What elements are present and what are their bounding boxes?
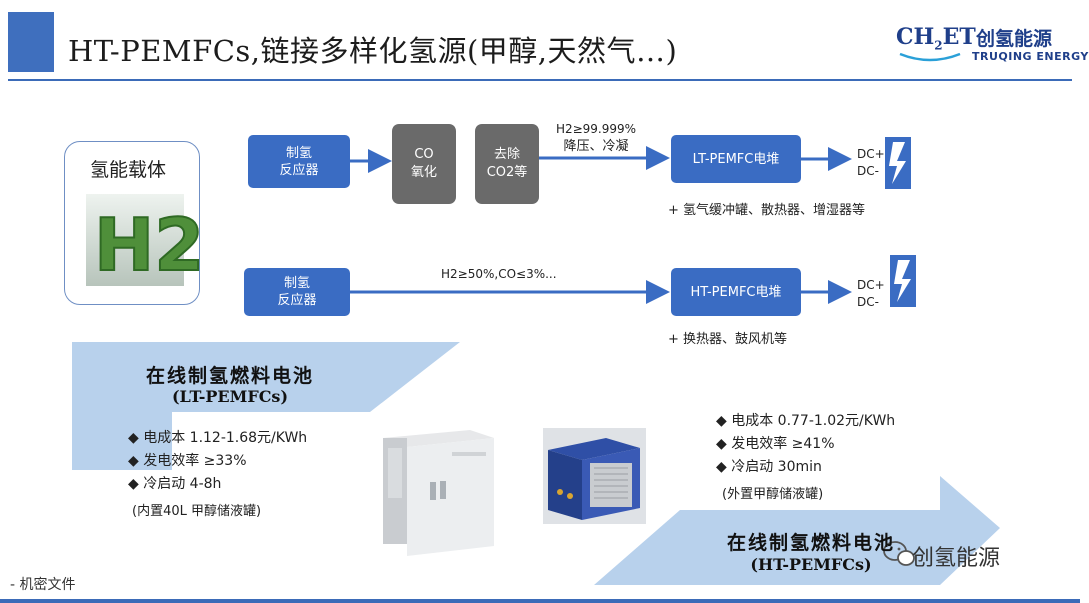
ht-reactor-box: 制氢 反应器 bbox=[244, 268, 350, 316]
ht-unit-product-image bbox=[543, 428, 646, 524]
company-logo: CH2ET bbox=[896, 24, 976, 52]
lt-cabinet-product-image bbox=[383, 430, 494, 556]
ht-bullet-list: ◆ 电成本 0.77-1.02元/KWh ◆ 发电效率 ≥41% ◆ 冷启动 3… bbox=[716, 410, 895, 479]
ht-section-title: 在线制氢燃料电池 bbox=[726, 532, 895, 554]
lt-process-label: 降压、冷凝 bbox=[563, 139, 629, 154]
ht-note: (外置甲醇储液罐) bbox=[722, 487, 824, 502]
carrier-label: 氢能载体 bbox=[90, 159, 167, 181]
wechat-icon bbox=[883, 541, 915, 566]
confidential-footer: - 机密文件 bbox=[10, 577, 76, 593]
h2-image-text: H2 bbox=[94, 203, 204, 287]
ht-power-icon bbox=[890, 255, 916, 307]
logo-subscript: 2 bbox=[934, 38, 943, 53]
lt-power-icon bbox=[885, 137, 911, 189]
lt-bullet-cost: ◆ 电成本 1.12-1.68元/KWh bbox=[128, 430, 308, 446]
page-title: HT-PEMFCs,链接多样化氢源(甲醇,天然气…) bbox=[68, 34, 678, 68]
logo-et: ET bbox=[942, 24, 976, 50]
footer-bar bbox=[0, 599, 1080, 603]
ht-pemfc-stack-box: HT-PEMFC电堆 bbox=[671, 268, 801, 316]
co2-removal-box: 去除 CO2等 bbox=[475, 124, 539, 204]
h2-grass-image: H2 bbox=[86, 194, 205, 288]
logo-ch: CH bbox=[896, 24, 935, 50]
lt-section-subtitle: (LT-PEMFCs) bbox=[171, 387, 289, 406]
logo-chinese-name: 创氢能源 bbox=[976, 28, 1053, 50]
lt-dc-output-label: DC+ DC- bbox=[857, 147, 885, 178]
lt-pemfc-stack-box: LT-PEMFC电堆 bbox=[671, 135, 801, 183]
lt-purity-label: H2≥99.999% bbox=[555, 122, 637, 136]
ht-bullet-cold-start: ◆ 冷启动 30min bbox=[716, 459, 822, 475]
ht-section-subtitle: (HT-PEMFCs) bbox=[750, 555, 872, 574]
lt-bullet-efficiency: ◆ 发电效率 ≥33% bbox=[128, 453, 247, 469]
ht-bullet-cost: ◆ 电成本 0.77-1.02元/KWh bbox=[716, 413, 896, 429]
co-oxidation-box: CO 氧化 bbox=[392, 124, 456, 204]
lt-note: (内置40L 甲醇储液罐) bbox=[132, 504, 262, 519]
lt-reactor-box: 制氢 反应器 bbox=[248, 135, 350, 188]
logo-swoosh-icon bbox=[899, 52, 961, 62]
ht-bullet-efficiency: ◆ 发电效率 ≥41% bbox=[716, 436, 835, 452]
header-accent-block bbox=[8, 12, 54, 72]
lt-banner-shape bbox=[72, 342, 460, 470]
logo-english-name: TRUQING ENERGY bbox=[972, 50, 1089, 63]
header-divider bbox=[8, 79, 1072, 81]
lt-section-title: 在线制氢燃料电池 bbox=[145, 365, 314, 387]
wechat-watermark: 创氢能源 bbox=[912, 546, 1001, 571]
lt-bullet-list: ◆ 电成本 1.12-1.68元/KWh ◆ 发电效率 ≥33% ◆ 冷启动 4… bbox=[128, 427, 307, 496]
lt-bullet-cold-start: ◆ 冷启动 4-8h bbox=[128, 476, 222, 492]
ht-gas-composition-label: H2≥50%,CO≤3%... bbox=[441, 267, 557, 281]
ht-extras-label: + 换热器、鼓风机等 bbox=[668, 332, 788, 347]
lt-extras-label: + 氢气缓冲罐、散热器、增湿器等 bbox=[668, 203, 866, 218]
ht-dc-output-label: DC+ DC- bbox=[857, 278, 885, 309]
